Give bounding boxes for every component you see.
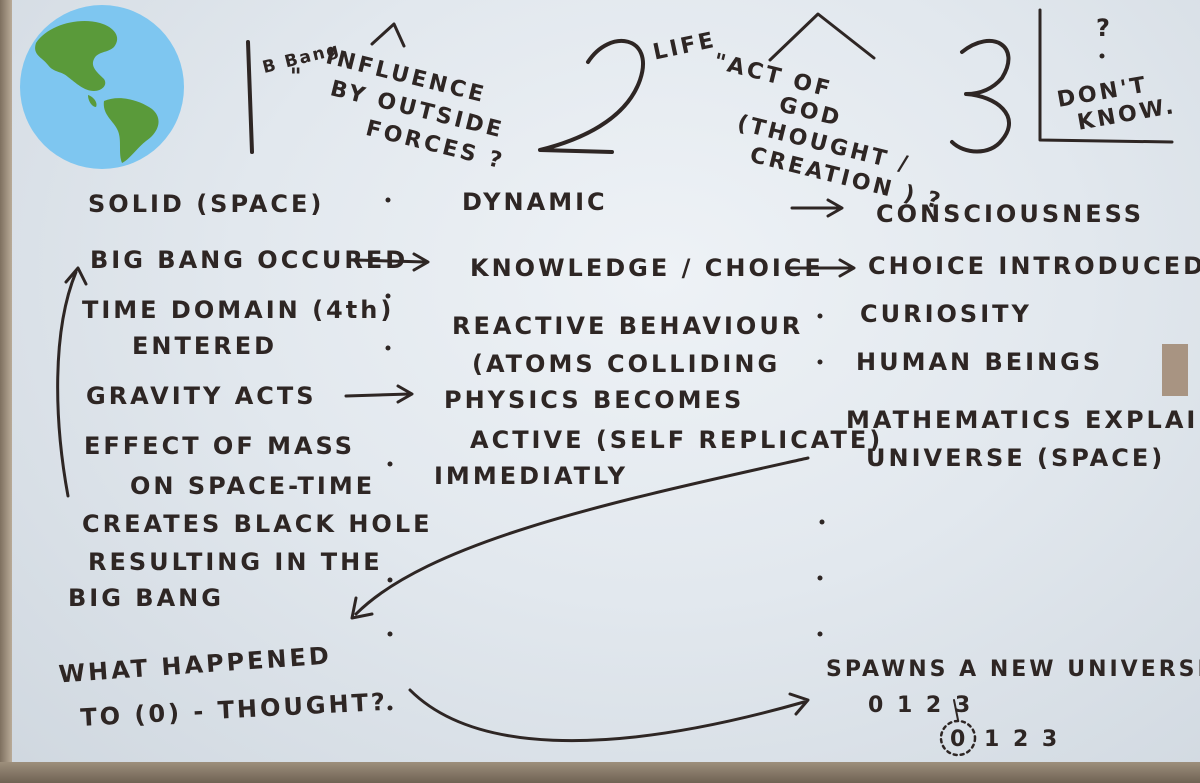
arrow-thought-to-spawns (408, 688, 810, 743)
question-mark: ? (1096, 14, 1113, 42)
dotted-circle (939, 719, 977, 757)
effect-of-mass: EFFECT OF MASS (84, 432, 355, 460)
resulting-in-the: RESULTING IN THE (88, 548, 383, 576)
arrow-to-consciousness (790, 198, 844, 218)
column-divider-dots-left (385, 197, 393, 711)
big-bang-2: BIG BANG (68, 584, 224, 612)
ditto-mark-1: " (290, 65, 304, 90)
top-bracket (370, 22, 406, 48)
what-happened: WHAT HAPPENED (58, 641, 333, 688)
roof-caret (768, 12, 876, 62)
time-domain: TIME DOMAIN (4th) (82, 296, 394, 324)
creates-black-hole: CREATES BLACK HOLE (82, 510, 433, 538)
sequence-two-rest: 1 2 3 (984, 727, 1060, 752)
on-space-time: ON SPACE-TIME (130, 472, 375, 500)
life-label: LIFE (651, 28, 719, 66)
corner-bracket (1038, 8, 1174, 144)
arrow-loop-back (56, 266, 88, 498)
curiosity: CURIOSITY (860, 300, 1032, 328)
consciousness: CONSCIOUSNESS (876, 200, 1144, 228)
column-divider-dots-right (817, 313, 825, 637)
board-frame-bottom (0, 762, 1200, 783)
sequence-one: 0 1 2 3 (868, 693, 973, 718)
dynamic: DYNAMIC (462, 188, 608, 216)
sequence-link (953, 699, 959, 721)
big-bang-occured: BIG BANG OCCURED (90, 246, 408, 274)
to-zero-thought: TO (0) - THOUGHT? (80, 688, 389, 732)
human-beings: HUMAN BEINGS (856, 348, 1103, 376)
solid-space: SOLID (SPACE) (88, 190, 324, 218)
gravity-acts: GRAVITY ACTS (86, 382, 317, 410)
numeral-three (950, 39, 1011, 154)
reactive-behaviour: REACTIVE BEHAVIOUR (452, 312, 803, 340)
ditto-mark-2: " (711, 49, 731, 77)
arrow-knowledge-choice (788, 258, 856, 278)
immediately: IMMEDIATLY (434, 462, 628, 490)
atoms-colliding: (ATOMS COLLIDING (472, 350, 780, 378)
mathematics-explains: MATHEMATICS EXPLAINS (846, 406, 1200, 434)
entered: ENTERED (132, 332, 277, 360)
numeral-one (246, 40, 254, 154)
dot-mark (1099, 53, 1105, 59)
spawns-new-universe: SPAWNS A NEW UNIVERSE (826, 657, 1200, 682)
numeral-two (538, 38, 645, 154)
active-self-replicate: ACTIVE (SELF REPLICATE) (470, 426, 883, 454)
arrow-bigbang-knowledge (354, 252, 430, 272)
arrow-gravity-physics (344, 384, 414, 404)
tape-scrap (1162, 344, 1188, 396)
sequence-two-zero: 0 (950, 727, 968, 752)
universe-space: UNIVERSE (SPACE) (866, 444, 1165, 472)
arrow-immediately-to-question (350, 456, 810, 620)
knowledge-choice: KNOWLEDGE / CHOICE (470, 254, 824, 282)
choice-introduced: CHOICE INTRODUCED (868, 252, 1200, 280)
globe-americas-icon (20, 5, 184, 169)
board-frame-left (0, 0, 12, 783)
physics-becomes: PHYSICS BECOMES (444, 386, 744, 414)
act-of-god-line-1: ACT OF (724, 53, 834, 103)
